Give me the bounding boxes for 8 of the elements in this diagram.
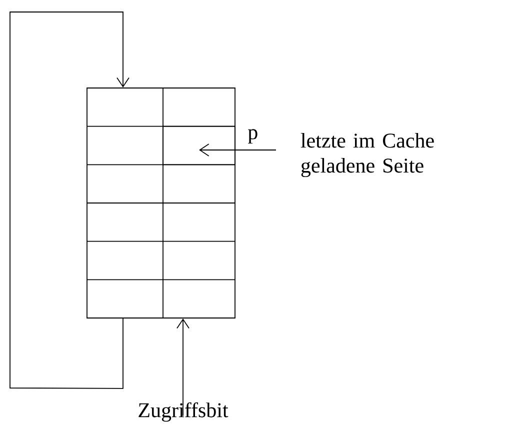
edge-label: p bbox=[248, 129, 258, 144]
arrow bbox=[199, 144, 276, 156]
text-label: letzte im Cache geladene Seite bbox=[300, 132, 434, 178]
table bbox=[86, 88, 236, 318]
table-cell bbox=[162, 126, 236, 166]
arrow bbox=[10, 12, 130, 389]
arrow bbox=[176, 318, 190, 416]
text-label: Zugriffsbit bbox=[138, 402, 228, 422]
